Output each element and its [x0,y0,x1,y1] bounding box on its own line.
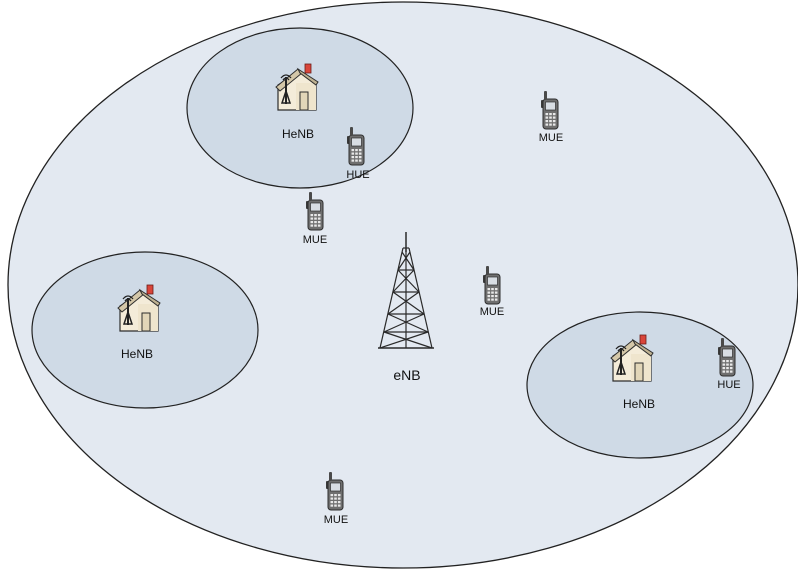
hue-label: HUE [717,379,741,391]
henb-label: HeNB [622,397,656,411]
femtocell-area-3 [526,311,754,459]
mue-label: MUE [538,132,564,144]
cell-tower-icon [378,232,434,349]
henb-label: HeNB [281,127,315,141]
enb-label: eNB [393,367,421,383]
mue-label: MUE [323,514,349,526]
mue-label: MUE [479,306,505,318]
hue-label: HUE [346,169,370,181]
henb-label: HeNB [120,347,154,361]
mue-label: MUE [302,234,328,246]
